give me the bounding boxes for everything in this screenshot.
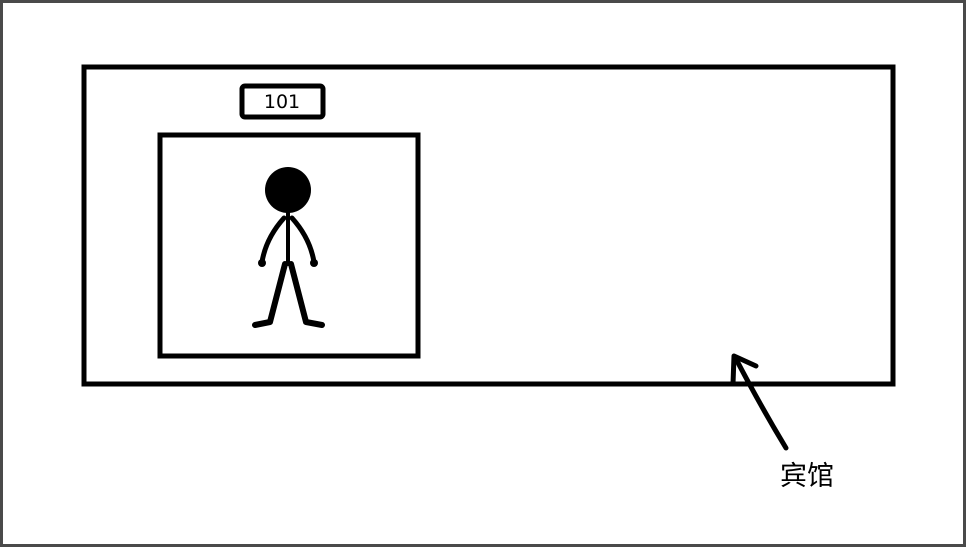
room-number-text: 101 (264, 91, 300, 113)
room-101 (157, 132, 421, 359)
person-left-arm (259, 215, 287, 265)
person-left-leg (252, 261, 288, 328)
person-head (265, 167, 311, 213)
person-right-leg (288, 261, 325, 328)
hotel-label: 宾馆 (780, 461, 834, 492)
person-right-arm (289, 215, 317, 265)
room-number-sign (239, 83, 326, 120)
arrow-icon (730, 353, 789, 451)
hotel-building (81, 64, 896, 387)
person-figure (252, 167, 325, 328)
